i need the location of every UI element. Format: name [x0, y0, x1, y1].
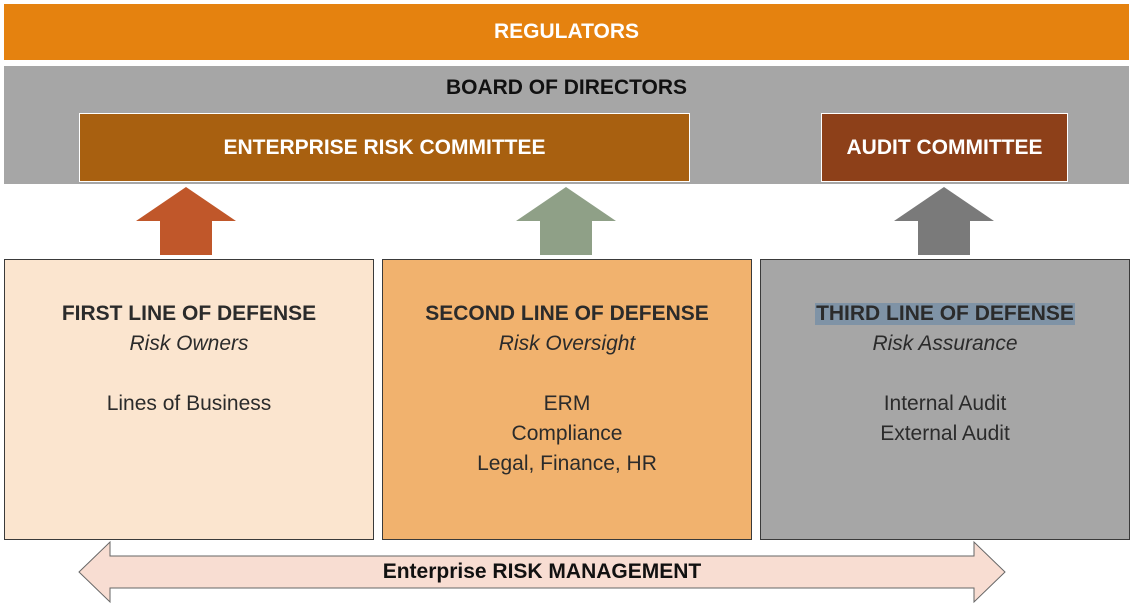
- third-line-subtitle: Risk Assurance: [872, 332, 1018, 355]
- second-line-item: ERM: [543, 392, 591, 415]
- first-line-subtitle: Risk Owners: [129, 332, 249, 355]
- second-line-item: Legal, Finance, HR: [477, 452, 657, 475]
- third-line-title: THIRD LINE OF DEFENSE: [815, 302, 1075, 325]
- third-line-of-defense-box: THIRD LINE OF DEFENSE Risk Assurance Int…: [760, 259, 1130, 540]
- second-line-subtitle: Risk Oversight: [498, 332, 636, 355]
- second-line-title: SECOND LINE OF DEFENSE: [425, 302, 709, 325]
- second-line-of-defense-box: SECOND LINE OF DEFENSE Risk Oversight ER…: [382, 259, 752, 540]
- erm-label: Enterprise RISK MANAGEMENT: [382, 560, 702, 583]
- regulators-box: REGULATORS: [4, 4, 1129, 60]
- audit-committee-label: AUDIT COMMITTEE: [846, 135, 1043, 159]
- board-of-directors-title: BOARD OF DIRECTORS: [445, 76, 688, 99]
- first-line-up-arrow-icon: [136, 187, 236, 255]
- enterprise-risk-committee-box: ENTERPRISE RISK COMMITTEE: [79, 113, 690, 182]
- second-line-up-arrow-icon: [516, 187, 616, 255]
- enterprise-risk-committee-label: ENTERPRISE RISK COMMITTEE: [223, 135, 546, 159]
- first-line-item: Lines of Business: [106, 392, 272, 415]
- first-line-title: FIRST LINE OF DEFENSE: [61, 302, 317, 325]
- audit-committee-box: AUDIT COMMITTEE: [821, 113, 1068, 182]
- third-line-item: Internal Audit: [883, 392, 1007, 415]
- first-line-of-defense-box: FIRST LINE OF DEFENSE Risk Owners Lines …: [4, 259, 374, 540]
- erm-double-arrow-icon: [78, 540, 1006, 604]
- third-line-up-arrow-icon: [894, 187, 994, 255]
- regulators-label: REGULATORS: [493, 20, 640, 43]
- second-line-item: Compliance: [511, 422, 623, 445]
- third-line-item: External Audit: [880, 422, 1010, 445]
